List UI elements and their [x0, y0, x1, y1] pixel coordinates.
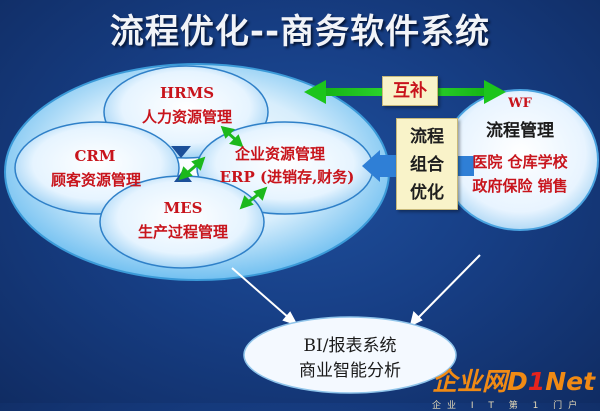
process-optimize-card: 流程 组合 优化 [396, 118, 458, 210]
mes-label: 生产过程管理 [137, 223, 228, 241]
wf-line2: 政府保险 销售 [472, 177, 568, 195]
crm-code: CRM [74, 147, 116, 165]
watermark-logo: 企业网D1Net 企业 I T 第 1 门户 [432, 362, 598, 411]
ellipse-to-bi-arrow [231, 267, 299, 326]
center-triangle-top [171, 146, 191, 158]
bi-line2: 商业智能分析 [299, 361, 401, 381]
process-to-ellipse-arrow [362, 150, 396, 182]
wf-to-card-connector [458, 156, 474, 176]
hrms-erp-arrow [220, 125, 244, 148]
bi-ellipse [243, 316, 457, 394]
process-card-line1: 流程 [410, 127, 444, 147]
watermark-1: 1 [527, 367, 546, 396]
process-card-line2: 组合 [410, 155, 444, 175]
hrms-label: 人力资源管理 [141, 108, 232, 126]
watermark-net: Net [545, 367, 596, 396]
wf-to-bi-arrow [409, 254, 481, 327]
wf-code: WF [508, 96, 532, 111]
page-title: 流程优化--商务软件系统 [109, 12, 491, 52]
erp-sub: ERP (进销存,财务) [219, 168, 355, 186]
wf-title: 流程管理 [486, 121, 554, 141]
mes-code: MES [163, 199, 203, 217]
complement-label: 互补 [382, 76, 438, 106]
bi-line1: BI/报表系统 [303, 336, 397, 356]
watermark-cn: 企业网 [432, 367, 508, 396]
watermark-d: D [507, 367, 528, 396]
mes-erp-arrow [239, 186, 268, 210]
crm-erp-arrow [178, 156, 206, 181]
erp-label: 企业资源管理 [234, 145, 325, 163]
wf-line1: 医院 仓库学校 [472, 153, 568, 171]
process-card-line3: 优化 [410, 183, 444, 203]
hrms-code: HRMS [159, 84, 215, 102]
crm-label: 顾客资源管理 [50, 171, 141, 189]
watermark-sub: 企业 I T 第 1 门户 [432, 401, 584, 411]
